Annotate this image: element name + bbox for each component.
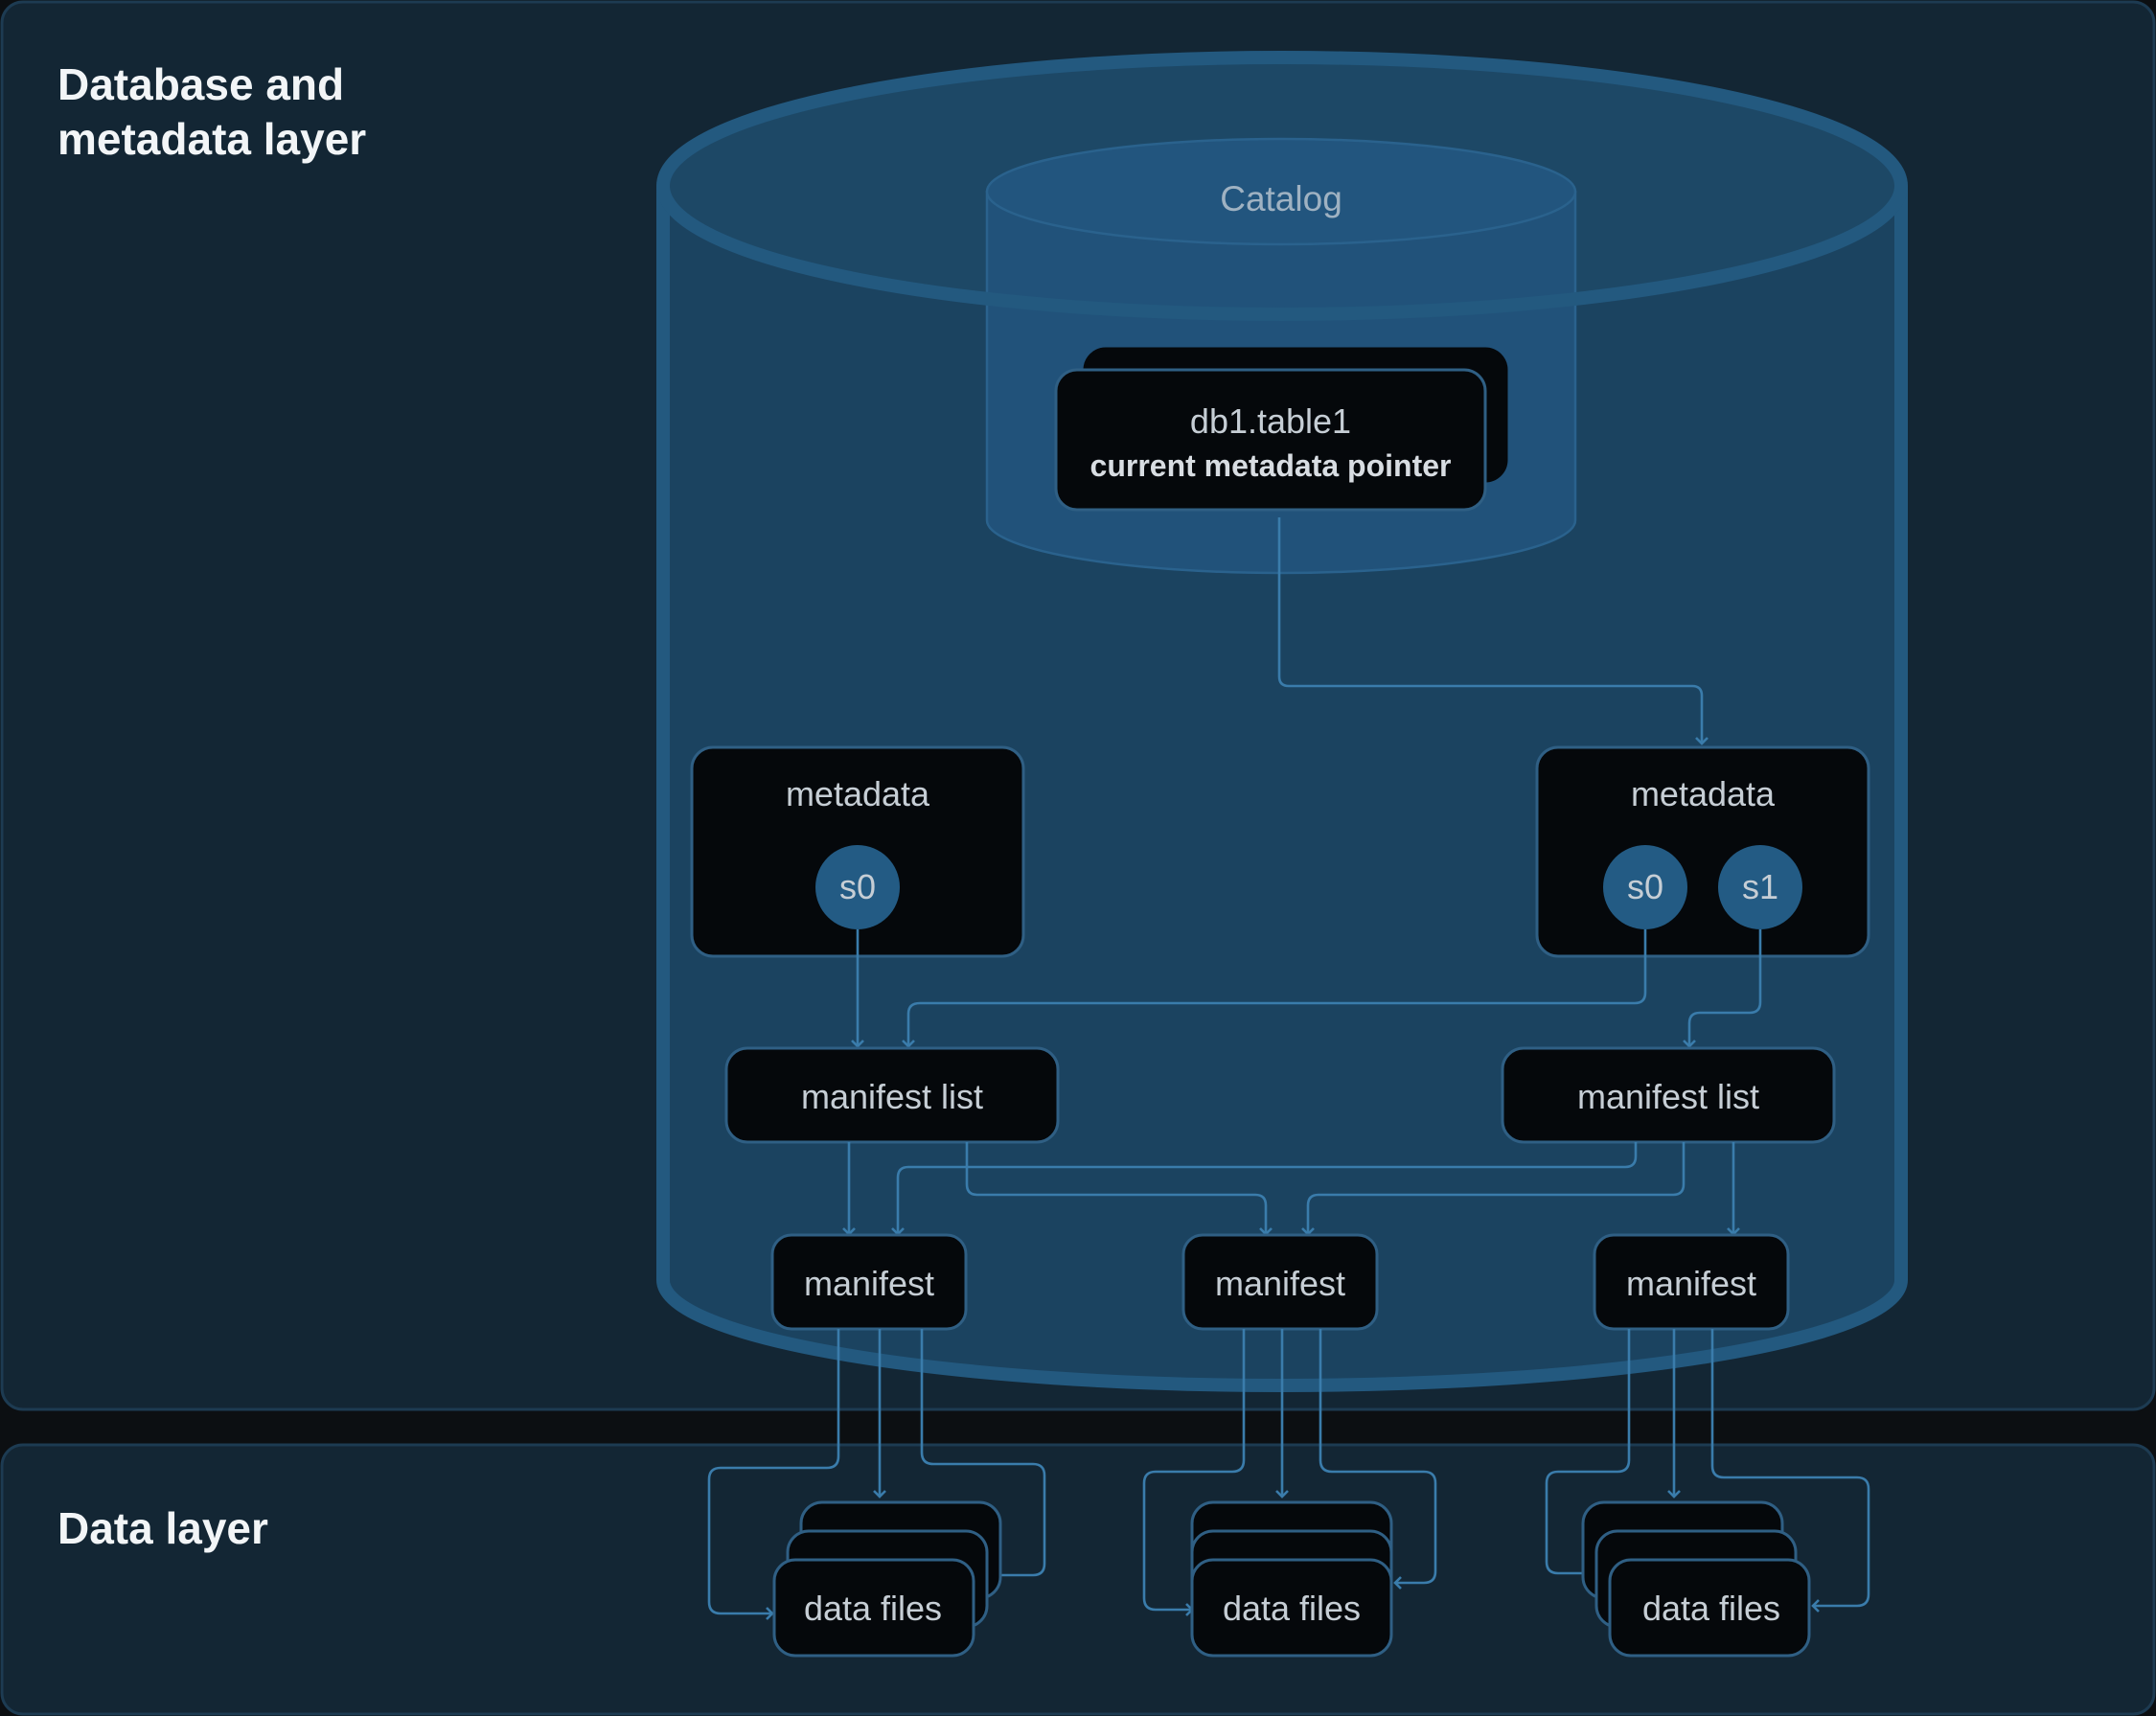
metadata-file-old[interactable]: metadata s0 xyxy=(690,745,1025,958)
data-layer-panel xyxy=(0,1443,2156,1716)
current-metadata-pointer-label: current metadata pointer xyxy=(1090,448,1452,483)
manifest-list-label: manifest list xyxy=(801,1077,983,1116)
data-layer-title: Data layer xyxy=(57,1503,268,1553)
manifest-list-connectors xyxy=(842,1142,1740,1236)
metadata-label: metadata xyxy=(786,774,930,813)
table-name: db1.table1 xyxy=(1190,401,1351,441)
manifest-list-old[interactable]: manifest list xyxy=(724,1046,1060,1144)
metadata-label: metadata xyxy=(1631,774,1776,813)
data-files-2[interactable]: data files xyxy=(1190,1500,1393,1658)
snapshot-label: s1 xyxy=(1742,867,1778,906)
catalog-table-entry[interactable]: db1.table1 current metadata pointer xyxy=(1054,347,1508,512)
database-cylinder-rim xyxy=(656,51,1908,321)
metadata-layer-title-line1: Database and xyxy=(57,59,344,109)
data-files-label: data files xyxy=(804,1589,942,1628)
data-files-1[interactable]: data files xyxy=(772,1500,1002,1658)
manifest-3[interactable]: manifest xyxy=(1593,1233,1790,1331)
metadata-layer-title-line2: metadata layer xyxy=(57,114,366,164)
snapshot-label: s0 xyxy=(1627,867,1663,906)
manifest-label: manifest xyxy=(804,1264,934,1303)
metadata-file-current[interactable]: metadata s0 s1 xyxy=(1535,745,1870,958)
manifest-label: manifest xyxy=(1626,1264,1756,1303)
snapshot-circle[interactable] xyxy=(815,845,900,929)
data-files-3[interactable]: data files xyxy=(1581,1500,1811,1658)
catalog-label: Catalog xyxy=(1220,179,1342,218)
snapshot-circle[interactable] xyxy=(1603,845,1687,929)
manifest-to-datafile-connectors xyxy=(707,1329,1870,1620)
pointer-connector xyxy=(1277,517,1709,745)
snapshot-connectors xyxy=(851,929,1762,1048)
manifest-list-label: manifest list xyxy=(1577,1077,1759,1116)
manifest-2[interactable]: manifest xyxy=(1181,1233,1379,1331)
snapshot-label: s0 xyxy=(839,867,876,906)
data-files-label: data files xyxy=(1223,1589,1361,1628)
data-files-label: data files xyxy=(1642,1589,1780,1628)
manifest-1[interactable]: manifest xyxy=(770,1233,968,1331)
manifest-list-current[interactable]: manifest list xyxy=(1501,1046,1836,1144)
manifest-label: manifest xyxy=(1215,1264,1345,1303)
snapshot-circle[interactable] xyxy=(1718,845,1802,929)
